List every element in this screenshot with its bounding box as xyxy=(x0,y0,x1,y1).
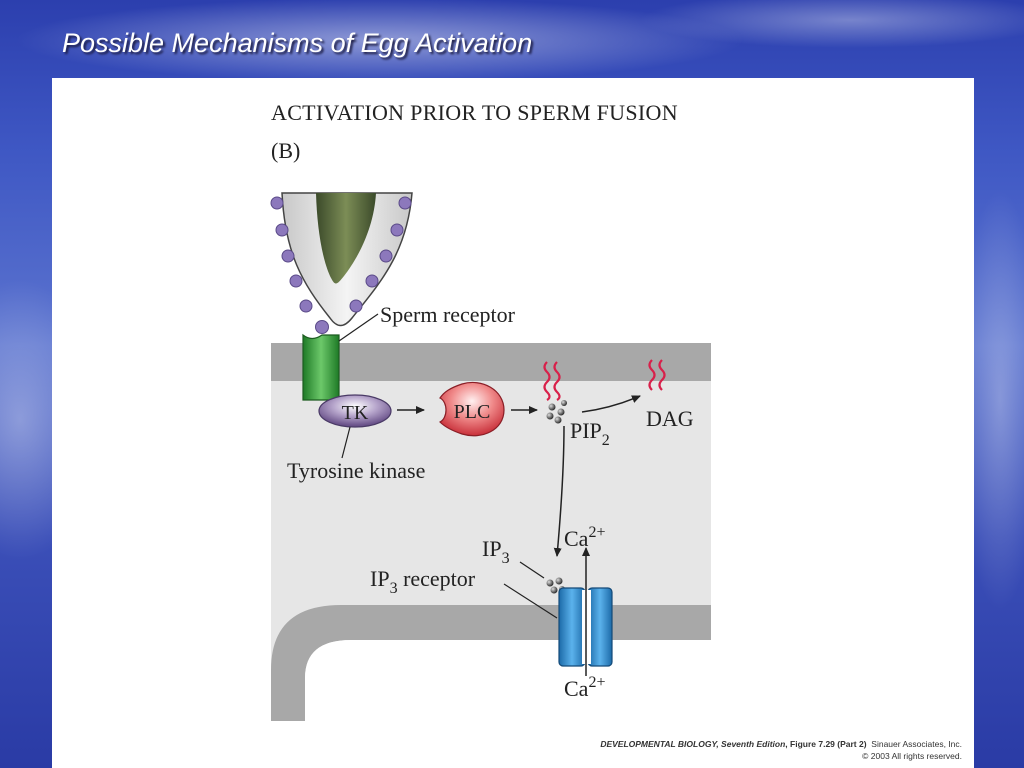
ip3-leader xyxy=(519,561,545,579)
pip2-label: PIP2 xyxy=(570,418,610,449)
er-lumen xyxy=(305,640,711,721)
sperm-receptor-leader xyxy=(338,313,379,342)
ip3-receptor-leader xyxy=(503,583,558,619)
plasma-membrane xyxy=(271,343,711,381)
figure-panel: ACTIVATION PRIOR TO SPERM FUSION (B) xyxy=(52,78,974,768)
plc-shape xyxy=(438,381,505,437)
calcium-top-label: Ca2+ xyxy=(564,524,605,551)
calcium-bottom-label: Ca2+ xyxy=(564,674,605,701)
arrow-pip2-to-dag xyxy=(581,395,641,413)
plc-label: PLC xyxy=(454,401,491,423)
figure-credit: DEVELOPMENTAL BIOLOGY, Seventh Edition, … xyxy=(600,738,962,762)
sperm-receptor-shape xyxy=(302,333,340,401)
tyrosine-kinase-label: Tyrosine kinase xyxy=(287,458,425,483)
acrosome xyxy=(316,193,376,284)
sperm-surface-proteins xyxy=(270,196,412,334)
panel-letter: (B) xyxy=(271,138,300,163)
credit-book: DEVELOPMENTAL BIOLOGY, Seventh Edition xyxy=(600,739,786,749)
dag-label: DAG xyxy=(646,406,694,431)
credit-copyright: © 2003 All rights reserved. xyxy=(862,751,962,761)
figure-heading: ACTIVATION PRIOR TO SPERM FUSION xyxy=(271,100,678,125)
pip2-molecule xyxy=(543,361,567,424)
slide-title: Possible Mechanisms of Egg Activation xyxy=(62,28,533,58)
ip3-receptor-label: IP3 receptor xyxy=(370,566,476,597)
tk-leader xyxy=(341,426,351,459)
arrow-pip2-to-ip3 xyxy=(553,425,565,557)
dag-molecule xyxy=(648,359,666,391)
credit-publisher: Sinauer Associates, Inc. xyxy=(871,739,962,749)
tk-label: TK xyxy=(342,402,369,424)
ip3-label: IP3 xyxy=(482,536,510,567)
tk-shape xyxy=(318,394,392,428)
sperm-receptor-label: Sperm receptor xyxy=(380,302,516,327)
activation-diagram: ACTIVATION PRIOR TO SPERM FUSION (B) xyxy=(270,100,711,721)
credit-figure-ref: , Figure 7.29 (Part 2) xyxy=(785,739,867,749)
